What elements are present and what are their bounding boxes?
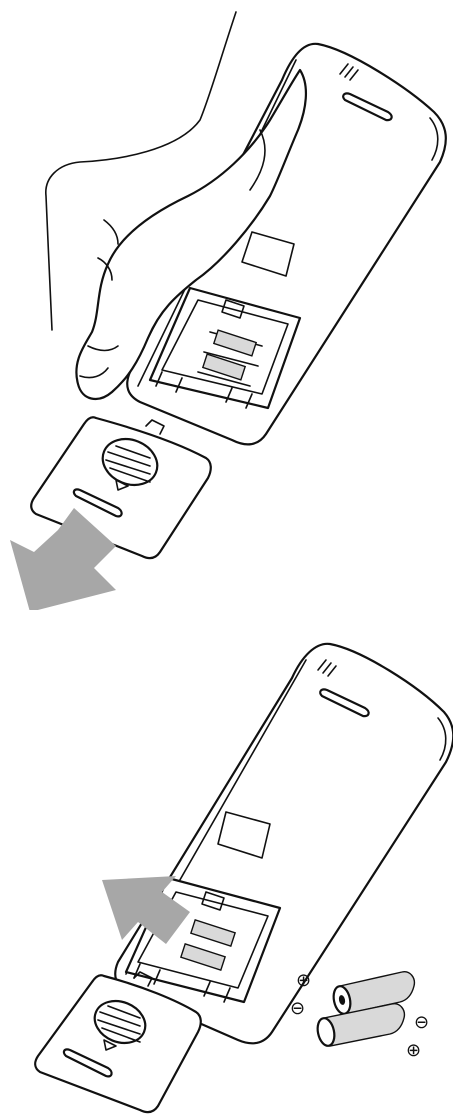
step-insert-batteries-illustration: ⊕ ⊖ ⊖ ⊕: [0, 630, 453, 1120]
top-slot: [342, 92, 393, 122]
minus-symbol-right: ⊖: [414, 1012, 429, 1033]
step-remove-cover-illustration: [10, 11, 447, 610]
hand-illustration: [45, 11, 308, 401]
minus-symbol-left: ⊖: [290, 998, 305, 1019]
polarity-symbols: ⊕ ⊖ ⊖ ⊕: [290, 970, 429, 1061]
remove-cover-drawing: [10, 11, 447, 610]
remove-direction-arrow: [10, 508, 116, 610]
ir-window-icon: [339, 63, 359, 81]
battery-cover-removed: [34, 971, 202, 1114]
plus-symbol-bottom-right: ⊕: [406, 1040, 421, 1061]
battery-1: [332, 971, 416, 1015]
insert-direction-arrow: [102, 876, 190, 944]
plus-symbol-top-left: ⊕: [296, 970, 311, 991]
top-slot: [319, 688, 370, 718]
label-area: [241, 231, 295, 277]
insert-batteries-drawing: ⊕ ⊖ ⊖ ⊕: [34, 642, 453, 1114]
label-area: [217, 811, 271, 859]
battery-2: [316, 1003, 406, 1047]
battery-compartment: [148, 286, 302, 410]
battery-pair: [316, 971, 416, 1047]
ir-window-icon: [317, 659, 337, 677]
